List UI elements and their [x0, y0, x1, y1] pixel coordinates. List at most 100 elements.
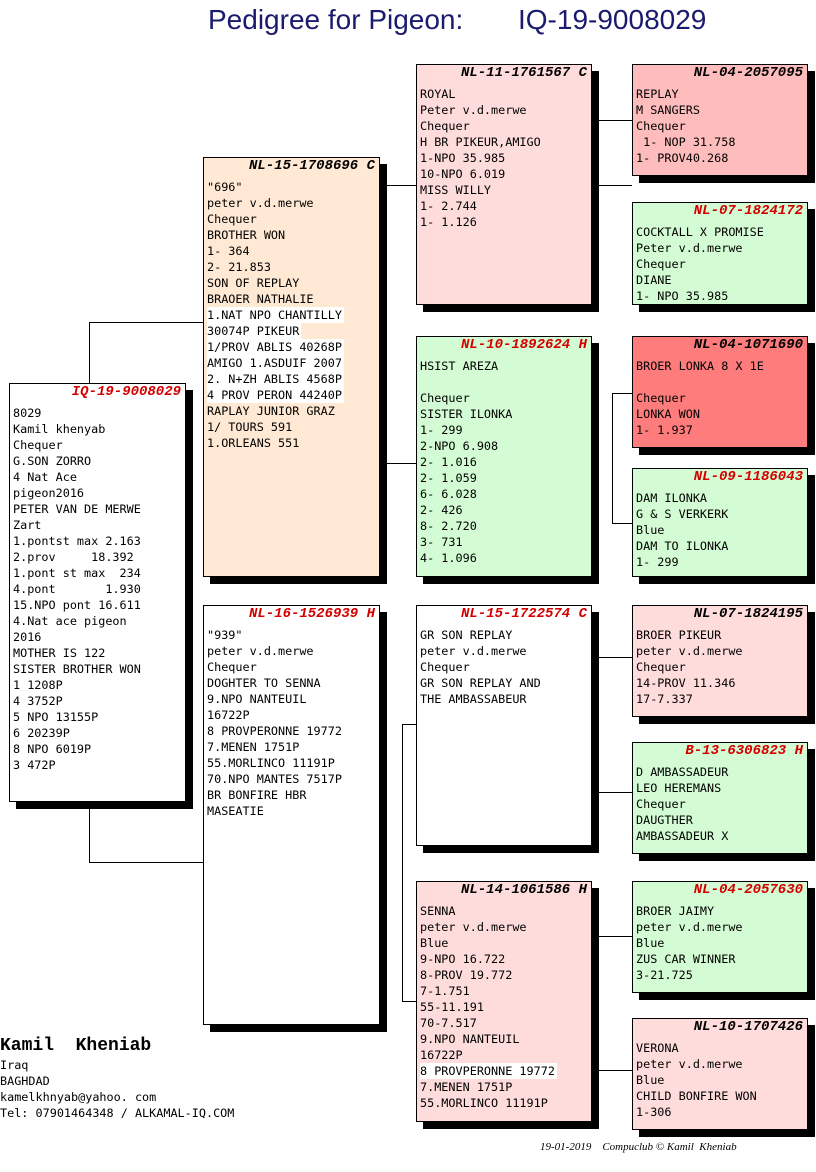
detail-line: D AMBASSADEUR: [636, 765, 729, 779]
breeder-country: Iraq: [0, 1058, 29, 1072]
detail-line: peter v.d.merwe: [420, 920, 527, 934]
detail-line: Kamil khenyab: [13, 422, 106, 436]
detail-line: 55.MORLINCO 11191P: [420, 1096, 548, 1110]
detail-line: [420, 374, 422, 390]
connector-line: [402, 1001, 416, 1002]
pigeon-details: COCKTALL X PROMISE Peter v.d.merwe Chequ…: [636, 224, 807, 304]
detail-line: SENNA: [420, 904, 456, 918]
pigeon-card-dds: NL-04-2057630 BROER JAIMY peter v.d.merw…: [632, 881, 808, 993]
detail-line: MISS WILLY: [420, 183, 492, 197]
detail-line: 2- 1.016: [420, 455, 477, 469]
pigeon-card-sss: NL-04-2057095 REPLAY M SANGERS Chequer 1…: [632, 64, 808, 176]
detail-line: G.SON ZORRO: [13, 454, 92, 468]
detail-line: 4 PROV PERON 44240P: [207, 387, 344, 403]
detail-line: BRAOER NATHALIE: [207, 292, 314, 306]
footer-date: 19-01-2019: [540, 1141, 592, 1153]
detail-line: [636, 374, 638, 390]
detail-line: 1- NOP 31.758: [636, 135, 736, 149]
footer-credit: Compuclub © Kamil Kheniab: [602, 1141, 737, 1153]
detail-line: 55-11.191: [420, 1000, 484, 1014]
detail-line: Blue: [636, 936, 665, 950]
ring-number: NL-10-1892624 H: [457, 337, 591, 354]
detail-line: 3-21.725: [636, 968, 693, 982]
detail-line: 1- PROV40.268: [636, 151, 729, 165]
detail-line: 1-306: [636, 1105, 672, 1119]
detail-line: 3- 731: [420, 535, 463, 549]
detail-line: H BR PIKEUR,AMIGO: [420, 135, 541, 149]
page-title: Pedigree for Pigeon: IQ-19-9008029: [0, 4, 816, 40]
ring-number: NL-07-1824172: [690, 203, 807, 220]
ring-number: NL-04-1071690: [690, 337, 807, 354]
detail-line: AMIGO 1.ASDUIF 2007: [207, 355, 344, 371]
pigeon-card-dam-dam: NL-14-1061586 H SENNA peter v.d.merwe Bl…: [416, 881, 592, 1122]
detail-line: DIANE: [636, 273, 672, 287]
connector-line: [386, 185, 416, 186]
detail-line: 4 3752P: [13, 694, 63, 708]
detail-line: 1- 1.937: [636, 423, 693, 437]
connector-line: [612, 523, 632, 524]
detail-line: HSIST AREZA: [420, 359, 499, 373]
detail-line: PETER VAN DE MERWE: [13, 502, 141, 516]
detail-line: THE AMBASSABEUR: [420, 692, 527, 706]
detail-line: ROYAL: [420, 87, 456, 101]
connector-line: [402, 724, 403, 1002]
detail-line: Zart: [13, 518, 42, 532]
detail-line: BR BONFIRE HBR: [207, 788, 307, 802]
title-label: Pedigree for Pigeon:: [208, 4, 464, 35]
connector-line: [612, 393, 613, 524]
detail-line: 1.pontst max 2.163: [13, 534, 141, 548]
detail-line: 1 1208P: [13, 678, 63, 692]
detail-line: 9-NPO 16.722: [420, 952, 506, 966]
detail-line: Chequer: [636, 257, 686, 271]
detail-line: DAM TO ILONKA: [636, 539, 729, 553]
pigeon-details: "696" peter v.d.merwe Chequer BROTHER WO…: [207, 179, 379, 451]
detail-line: 8 PROVPERONNE 19772: [420, 1063, 557, 1079]
detail-line: 16722P: [207, 708, 250, 722]
detail-line: GR SON REPLAY: [420, 628, 513, 642]
detail-line: 6- 6.028: [420, 487, 477, 501]
detail-line: peter v.d.merwe: [636, 920, 743, 934]
ring-number: NL-15-1708696 C: [245, 158, 379, 175]
detail-line: 1- 2.744: [420, 199, 477, 213]
pigeon-details: ROYAL Peter v.d.merwe Chequer H BR PIKEU…: [420, 86, 591, 230]
detail-line: Chequer: [420, 391, 470, 405]
pigeon-card-sire: NL-15-1708696 C "696" peter v.d.merwe Ch…: [203, 157, 380, 577]
detail-line: 8 PROVPERONNE 19772: [207, 724, 342, 738]
connector-line: [598, 120, 599, 186]
connector-line: [386, 185, 387, 464]
pigeon-details: VERONA peter v.d.merwe Blue CHILD BONFIR…: [636, 1040, 807, 1120]
pigeon-details: BROER PIKEUR peter v.d.merwe Chequer 14-…: [636, 627, 807, 707]
pigeon-card-sire-dam: NL-10-1892624 H HSIST AREZA Chequer SIST…: [416, 336, 592, 577]
connector-line: [598, 936, 599, 1071]
detail-line: 8- 2.720: [420, 519, 477, 533]
connector-line: [402, 724, 416, 725]
detail-line: 2- 1.059: [420, 471, 477, 485]
detail-line: 7.MENEN 1751P: [420, 1080, 513, 1094]
detail-line: 8 NPO 6019P: [13, 742, 92, 756]
footer: 19-01-2019 Compuclub © Kamil Kheniab: [540, 1141, 816, 1153]
breeder-info: Kamil Kheniab Iraq BAGHDAD kamelkhnyab@y…: [0, 1035, 330, 1121]
ring-number: NL-11-1761567 C: [457, 65, 591, 82]
ring-number: NL-16-1526939 H: [245, 606, 379, 623]
detail-line: Chequer: [636, 119, 686, 133]
pigeon-card-dsd: B-13-6306823 H D AMBASSADEUR LEO HEREMAN…: [632, 742, 808, 854]
detail-line: peter v.d.merwe: [207, 644, 314, 658]
pigeon-card-dam: NL-16-1526939 H "939" peter v.d.merwe Ch…: [203, 605, 380, 1025]
connector-line: [386, 463, 416, 464]
connector-line: [598, 936, 632, 937]
connector-line: [598, 185, 632, 186]
detail-line: Chequer: [420, 119, 470, 133]
pigeon-card-ssd: NL-07-1824172 COCKTALL X PROMISE Peter v…: [632, 202, 808, 305]
detail-line: 2.prov 18.392: [13, 550, 134, 564]
detail-line: BROTHER WON: [207, 228, 286, 242]
detail-line: MASEATIE: [207, 804, 264, 818]
detail-line: 1- 299: [420, 423, 463, 437]
detail-line: 2- 21.853: [207, 260, 271, 274]
breeder-name: Kamil Kheniab: [0, 1036, 152, 1056]
connector-line: [89, 862, 204, 863]
detail-line: 1/PROV ABLIS 40268P: [207, 339, 344, 355]
pigeon-details: 8029 Kamil khenyab Chequer G.SON ZORRO 4…: [13, 405, 185, 773]
detail-line: 2- 426: [420, 503, 463, 517]
detail-line: 1- 299: [636, 555, 679, 569]
pigeon-card-main: IQ-19-9008029 8029 Kamil khenyab Chequer…: [9, 383, 186, 802]
